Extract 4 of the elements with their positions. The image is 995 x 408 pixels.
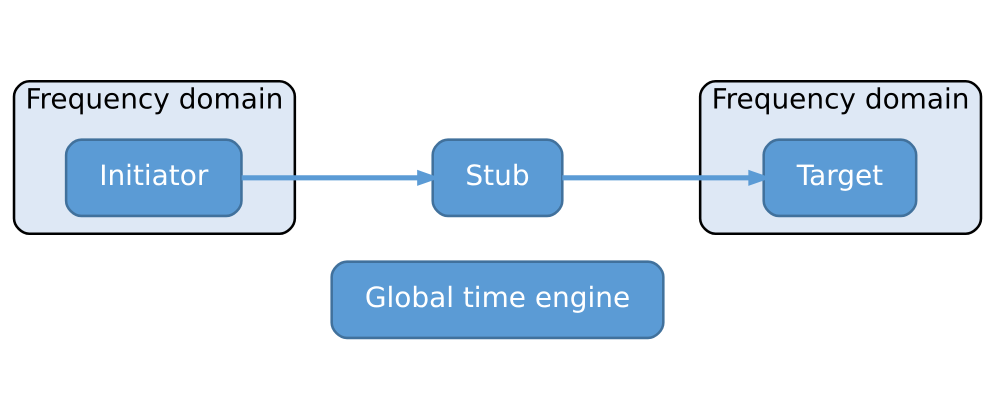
node-box: Target <box>762 138 918 217</box>
node-box: Initiator <box>64 138 243 217</box>
node-box: Global time engine <box>330 260 665 339</box>
node-box: Stub <box>431 138 564 217</box>
